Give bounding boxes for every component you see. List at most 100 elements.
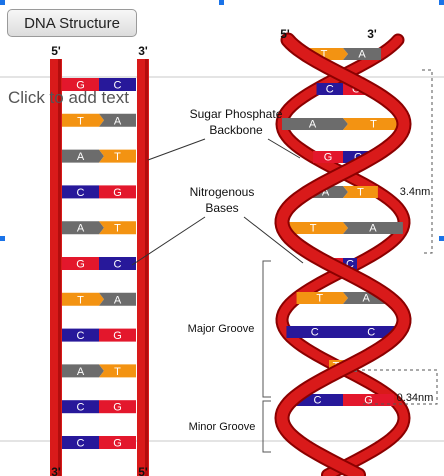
base-T <box>99 364 136 378</box>
base-G <box>99 328 136 342</box>
selection-handle[interactable] <box>439 0 444 5</box>
base-G <box>313 151 343 163</box>
base-letter: G <box>113 438 122 450</box>
nitrogenous-label: Nitrogenous <box>190 185 255 199</box>
base-letter: C <box>346 259 354 271</box>
pitch-label: 3.4nm <box>400 186 431 198</box>
base-A <box>62 364 104 378</box>
base-G <box>62 257 99 270</box>
base-letter: A <box>358 49 366 61</box>
pitch-bracket <box>422 69 433 254</box>
ladder-top-left-label: 5' <box>51 44 61 58</box>
base-letter: T <box>77 294 84 306</box>
base-A <box>99 292 136 306</box>
base-A <box>62 221 104 235</box>
base-letter: G <box>76 80 85 92</box>
ladder-backbone-shade <box>145 59 148 476</box>
bases-label: Bases <box>205 201 238 215</box>
base-letter: G <box>113 402 122 414</box>
rise-label: 0.34nm <box>397 392 434 404</box>
base-letter: A <box>114 294 122 306</box>
base-letter: G <box>113 187 122 199</box>
click-to-add-text-placeholder[interactable]: Click to add text <box>8 88 129 107</box>
helix-strand-back <box>277 35 409 476</box>
base-A <box>343 222 403 234</box>
base-C <box>99 78 136 91</box>
selection-handle[interactable] <box>0 0 5 5</box>
base-G <box>99 436 136 449</box>
leader-line <box>147 138 206 161</box>
base-letter: C <box>114 259 122 271</box>
base-letter: A <box>77 366 85 378</box>
base-T <box>62 292 104 306</box>
base-letter: C <box>114 80 122 92</box>
base-C <box>316 83 343 95</box>
base-letter: C <box>77 187 85 199</box>
selection-handle[interactable] <box>219 0 224 5</box>
dna-structure-title-button[interactable]: DNA Structure <box>7 9 137 37</box>
leader-line <box>243 216 304 264</box>
helix-top-right-label: 3' <box>367 27 377 41</box>
base-letter: A <box>114 115 122 127</box>
ladder-backbone-shade <box>58 59 61 476</box>
leader-line <box>267 138 301 159</box>
ladder-top-right-label: 3' <box>138 44 148 58</box>
helix-top-left-label: 5' <box>280 27 290 41</box>
base-G <box>99 185 136 199</box>
base-T <box>296 292 348 304</box>
base-letter: A <box>369 223 377 235</box>
base-A <box>343 48 382 60</box>
base-letter: A <box>322 187 330 199</box>
selection-handle[interactable] <box>0 236 5 241</box>
base-letter: T <box>370 119 377 131</box>
ladder-bottom-right-label: 5' <box>138 465 148 476</box>
base-letter: T <box>114 223 121 235</box>
base-letter: C <box>77 330 85 342</box>
backbone-label: Backbone <box>209 123 263 137</box>
base-letter: C <box>311 327 319 339</box>
base-letter: A <box>77 223 85 235</box>
rise-bracket <box>362 369 438 405</box>
base-T <box>343 186 378 198</box>
minor-groove-label: Minor Groove <box>189 421 256 433</box>
base-T <box>99 149 136 163</box>
base-letter: A <box>77 151 85 163</box>
base-letter: C <box>313 395 321 407</box>
base-G <box>99 400 136 414</box>
base-C <box>99 257 136 270</box>
selection-handle[interactable] <box>439 236 444 241</box>
base-letter: T <box>77 115 84 127</box>
base-letter: G <box>324 152 333 164</box>
base-C <box>62 400 99 414</box>
base-letter: C <box>326 84 334 96</box>
base-letter: T <box>114 151 121 163</box>
base-C <box>62 328 99 342</box>
base-A <box>99 113 136 127</box>
base-T <box>283 222 348 234</box>
minor-groove-bracket <box>262 400 271 453</box>
base-letter: C <box>77 438 85 450</box>
base-letter: G <box>364 395 373 407</box>
base-C <box>343 326 400 338</box>
base-C <box>62 185 99 199</box>
base-C <box>62 436 99 449</box>
base-G <box>343 394 395 406</box>
base-letter: T <box>114 366 121 378</box>
base-letter: C <box>367 327 375 339</box>
ladder-bottom-left-label: 3' <box>51 465 61 476</box>
base-letter: G <box>76 259 85 271</box>
leader-line <box>131 216 206 266</box>
